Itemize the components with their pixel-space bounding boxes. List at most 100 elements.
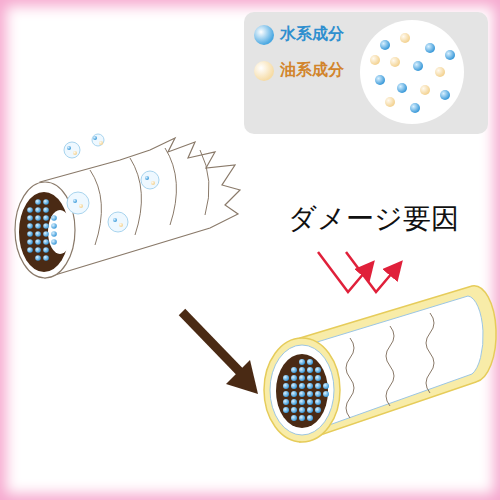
bubble (108, 212, 128, 232)
particle-dot (375, 75, 385, 85)
particle-dot (43, 199, 49, 205)
particle-dot (323, 383, 329, 389)
particle-dot (43, 207, 49, 213)
particle-dot (51, 223, 57, 229)
particle-dot (315, 391, 321, 397)
particle-dot (43, 255, 49, 261)
particle-dot (43, 239, 49, 245)
particle-dot (35, 255, 41, 261)
particle-dot (283, 391, 289, 397)
particle-dot (390, 57, 400, 67)
particle-dot (291, 391, 297, 397)
particle-dot (283, 383, 289, 389)
particle-dot (397, 83, 407, 93)
particle-dot (291, 375, 297, 381)
particle-dot (410, 103, 420, 113)
particle-dot (380, 40, 390, 50)
cortex-gap (48, 210, 72, 254)
particle-dot (307, 359, 313, 365)
particle-dot (323, 391, 329, 397)
legend-row: 水系成分 (254, 24, 344, 45)
particle-dot (283, 399, 289, 405)
particle-dot (307, 407, 313, 413)
particle-dot (445, 50, 455, 60)
particle-dot (79, 204, 83, 208)
particle-dot (420, 85, 430, 95)
particle-dot (283, 375, 289, 381)
particle-dot (307, 375, 313, 381)
particle-dot (299, 375, 305, 381)
particle-dot (299, 407, 305, 413)
legend-text: 油系成分 (280, 60, 344, 79)
particle-dot (413, 61, 423, 71)
particle-dot (315, 399, 321, 405)
particle-dot (51, 239, 57, 245)
mix-circle (360, 20, 464, 124)
particle-dot (307, 415, 313, 421)
particle-dot (307, 391, 313, 397)
particle-dot (299, 399, 305, 405)
particle-dot (435, 67, 445, 77)
particle-dot (43, 247, 49, 253)
particle-dot (43, 215, 49, 221)
particle-dot (27, 247, 33, 253)
legend-swatch (254, 25, 274, 45)
particle-dot (425, 43, 435, 53)
particle-dot (299, 415, 305, 421)
particle-dot (35, 215, 41, 221)
particle-dot (307, 367, 313, 373)
particle-dot (35, 239, 41, 245)
legend-panel (244, 12, 488, 134)
particle-dot (73, 199, 77, 203)
particle-dot (291, 399, 297, 405)
particle-dot (35, 231, 41, 237)
particle-dot (291, 415, 297, 421)
particle-dot (315, 367, 321, 373)
particle-dot (51, 215, 57, 221)
particle-dot (35, 207, 41, 213)
brown-arrow (182, 312, 240, 372)
particle-dot (27, 239, 33, 245)
particle-dot (440, 90, 450, 100)
particle-dot (315, 407, 321, 413)
particle-dot (315, 383, 321, 389)
legend-swatch (254, 61, 274, 81)
hair-cortex (276, 354, 328, 428)
hair-section (270, 345, 334, 435)
particle-dot (43, 223, 49, 229)
particle-dot (113, 218, 117, 222)
particle-dot (35, 199, 41, 205)
particle-dot (27, 207, 33, 213)
particle-dot (283, 407, 289, 413)
particle-dot (99, 141, 103, 145)
bubble (141, 171, 159, 189)
cuticle-waves (346, 313, 434, 418)
particle-dot (27, 231, 33, 237)
particle-dot (299, 359, 305, 365)
particle-dot (145, 176, 149, 180)
particle-dot (400, 33, 410, 43)
bubble (67, 192, 89, 214)
particle-dot (43, 231, 49, 237)
hair-section (15, 182, 75, 278)
particle-dot (315, 375, 321, 381)
particle-dot (291, 367, 297, 373)
particle-dot (27, 215, 33, 221)
bubble (64, 142, 80, 158)
damage-arrow (346, 252, 398, 292)
particle-dot (307, 383, 313, 389)
legend-text: 水系成分 (280, 24, 344, 43)
cuticle-lines (90, 148, 209, 245)
particle-dot (51, 231, 57, 237)
particle-dot (73, 151, 77, 155)
legend-row: 油系成分 (254, 60, 344, 81)
particle-dot (307, 399, 313, 405)
particle-dot (67, 146, 71, 150)
particle-dot (385, 97, 395, 107)
particle-dot (370, 55, 380, 65)
particle-dot (299, 367, 305, 373)
particle-dot (299, 391, 305, 397)
particle-dot (291, 383, 297, 389)
particle-dot (151, 181, 155, 185)
